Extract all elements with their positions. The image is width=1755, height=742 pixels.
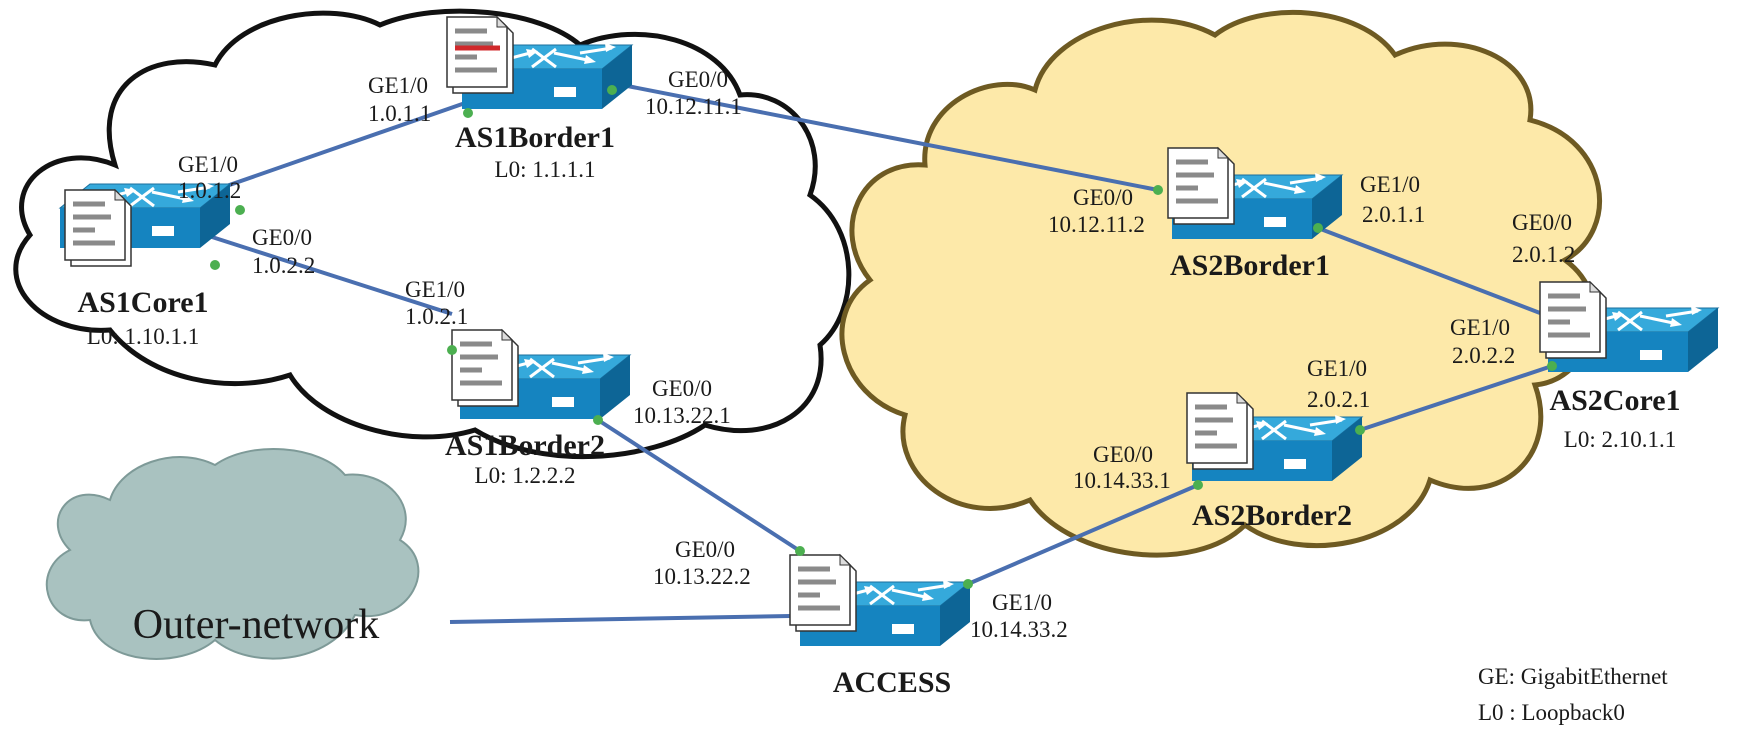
port-marker <box>963 579 973 589</box>
port-as2core1-ge00: GE0/0 <box>1512 210 1572 235</box>
config-document-icon <box>65 190 131 266</box>
port-marker <box>1153 185 1163 195</box>
port-marker <box>235 205 245 215</box>
link-as2border1-as2core1 <box>1317 226 1541 315</box>
device-as1border1[interactable] <box>447 17 634 111</box>
config-document-icon <box>1187 393 1253 469</box>
port-as2core1-ge10: GE1/0 <box>1450 315 1510 340</box>
port-marker <box>607 85 617 95</box>
config-document-icon <box>790 555 856 631</box>
port-marker <box>463 108 473 118</box>
ip-access-ge10: 10.14.33.2 <box>970 617 1068 642</box>
outer-network-cloud <box>45 448 420 660</box>
outer-network-label: Outer-network <box>133 602 379 648</box>
port-access-ge00: GE0/0 <box>675 537 735 562</box>
ip-as1core1-ge10: 1.0.1.2 <box>178 178 241 203</box>
device-name-as1border1: AS1Border1 <box>455 121 615 154</box>
config-document-icon <box>452 330 518 406</box>
link-as1core1-as1border1 <box>214 100 469 192</box>
port-marker <box>1355 425 1365 435</box>
link-as1border2-access <box>596 418 802 553</box>
device-as2core1[interactable] <box>1540 282 1720 374</box>
device-access[interactable] <box>790 555 972 648</box>
port-as1core1-ge00: GE0/0 <box>252 225 312 250</box>
device-name-as2border2: AS2Border2 <box>1192 499 1352 532</box>
port-marker <box>1193 480 1203 490</box>
ip-as1border2-ge10: 1.0.2.1 <box>405 304 468 329</box>
link-as2border2-access <box>967 483 1199 586</box>
as2-cloud <box>839 10 1602 558</box>
port-marker <box>1313 223 1323 233</box>
ip-as2core1-ge00: 2.0.1.2 <box>1512 242 1575 267</box>
legend-ge: GE: GigabitEthernet <box>1478 664 1668 689</box>
config-document-icon <box>1168 148 1234 224</box>
loopback-as1border1: L0: 1.1.1.1 <box>495 157 596 182</box>
port-as2border2-ge00: GE0/0 <box>1093 442 1153 467</box>
ip-as2border2-ge00: 10.14.33.1 <box>1073 468 1171 493</box>
device-name-as1core1: AS1Core1 <box>77 286 208 319</box>
device-name-as2border1: AS2Border1 <box>1170 249 1330 282</box>
port-marker <box>593 415 603 425</box>
port-as1border1-ge00: GE0/0 <box>668 67 728 92</box>
port-marker <box>795 546 805 556</box>
loopback-as1core1: L0: 1.10.1.1 <box>87 324 199 349</box>
as1-cloud <box>13 8 852 460</box>
loopback-as1border2: L0: 1.2.2.2 <box>475 463 576 488</box>
port-marker <box>210 260 220 270</box>
ip-as1border2-ge00: 10.13.22.1 <box>633 403 731 428</box>
port-as1border2-ge00: GE0/0 <box>652 376 712 401</box>
ip-as1border1-ge10: 1.0.1.1 <box>368 101 431 126</box>
port-access-ge10: GE1/0 <box>992 590 1052 615</box>
device-name-as2core1: AS2Core1 <box>1549 384 1680 417</box>
ip-as2border2-ge10: 2.0.2.1 <box>1307 387 1370 412</box>
ip-as2border1-ge00: 10.12.11.2 <box>1048 212 1145 237</box>
config-document-icon <box>447 17 513 93</box>
ip-as1border1-ge00: 10.12.11.1 <box>645 94 742 119</box>
port-as1border2-ge10: GE1/0 <box>405 277 465 302</box>
legend-l0: L0 : Loopback0 <box>1478 700 1625 725</box>
link-as1core1-as1border2 <box>211 235 453 316</box>
device-name-as1border2: AS1Border2 <box>445 429 605 462</box>
port-as1core1-ge10: GE1/0 <box>178 152 238 177</box>
link-outer-network-access <box>449 614 791 624</box>
ip-as1core1-ge00: 1.0.2.2 <box>252 253 315 278</box>
port-as2border1-ge10: GE1/0 <box>1360 172 1420 197</box>
device-name-access: ACCESS <box>833 666 951 699</box>
port-marker <box>1547 361 1557 371</box>
ip-as2border1-ge10: 2.0.1.1 <box>1362 202 1425 227</box>
loopback-as2core1: L0: 2.10.1.1 <box>1564 427 1676 452</box>
link-as2core1-as2border2 <box>1359 364 1553 432</box>
config-document-icon <box>1540 282 1606 358</box>
ip-as2core1-ge10: 2.0.2.2 <box>1452 343 1515 368</box>
ip-access-ge00: 10.13.22.2 <box>653 564 751 589</box>
port-as1border1-ge10: GE1/0 <box>368 73 428 98</box>
link-as1border1-as2border1 <box>611 81 1159 192</box>
port-as2border2-ge10: GE1/0 <box>1307 356 1367 381</box>
port-as2border1-ge00: GE0/0 <box>1073 185 1133 210</box>
port-marker <box>447 345 457 355</box>
